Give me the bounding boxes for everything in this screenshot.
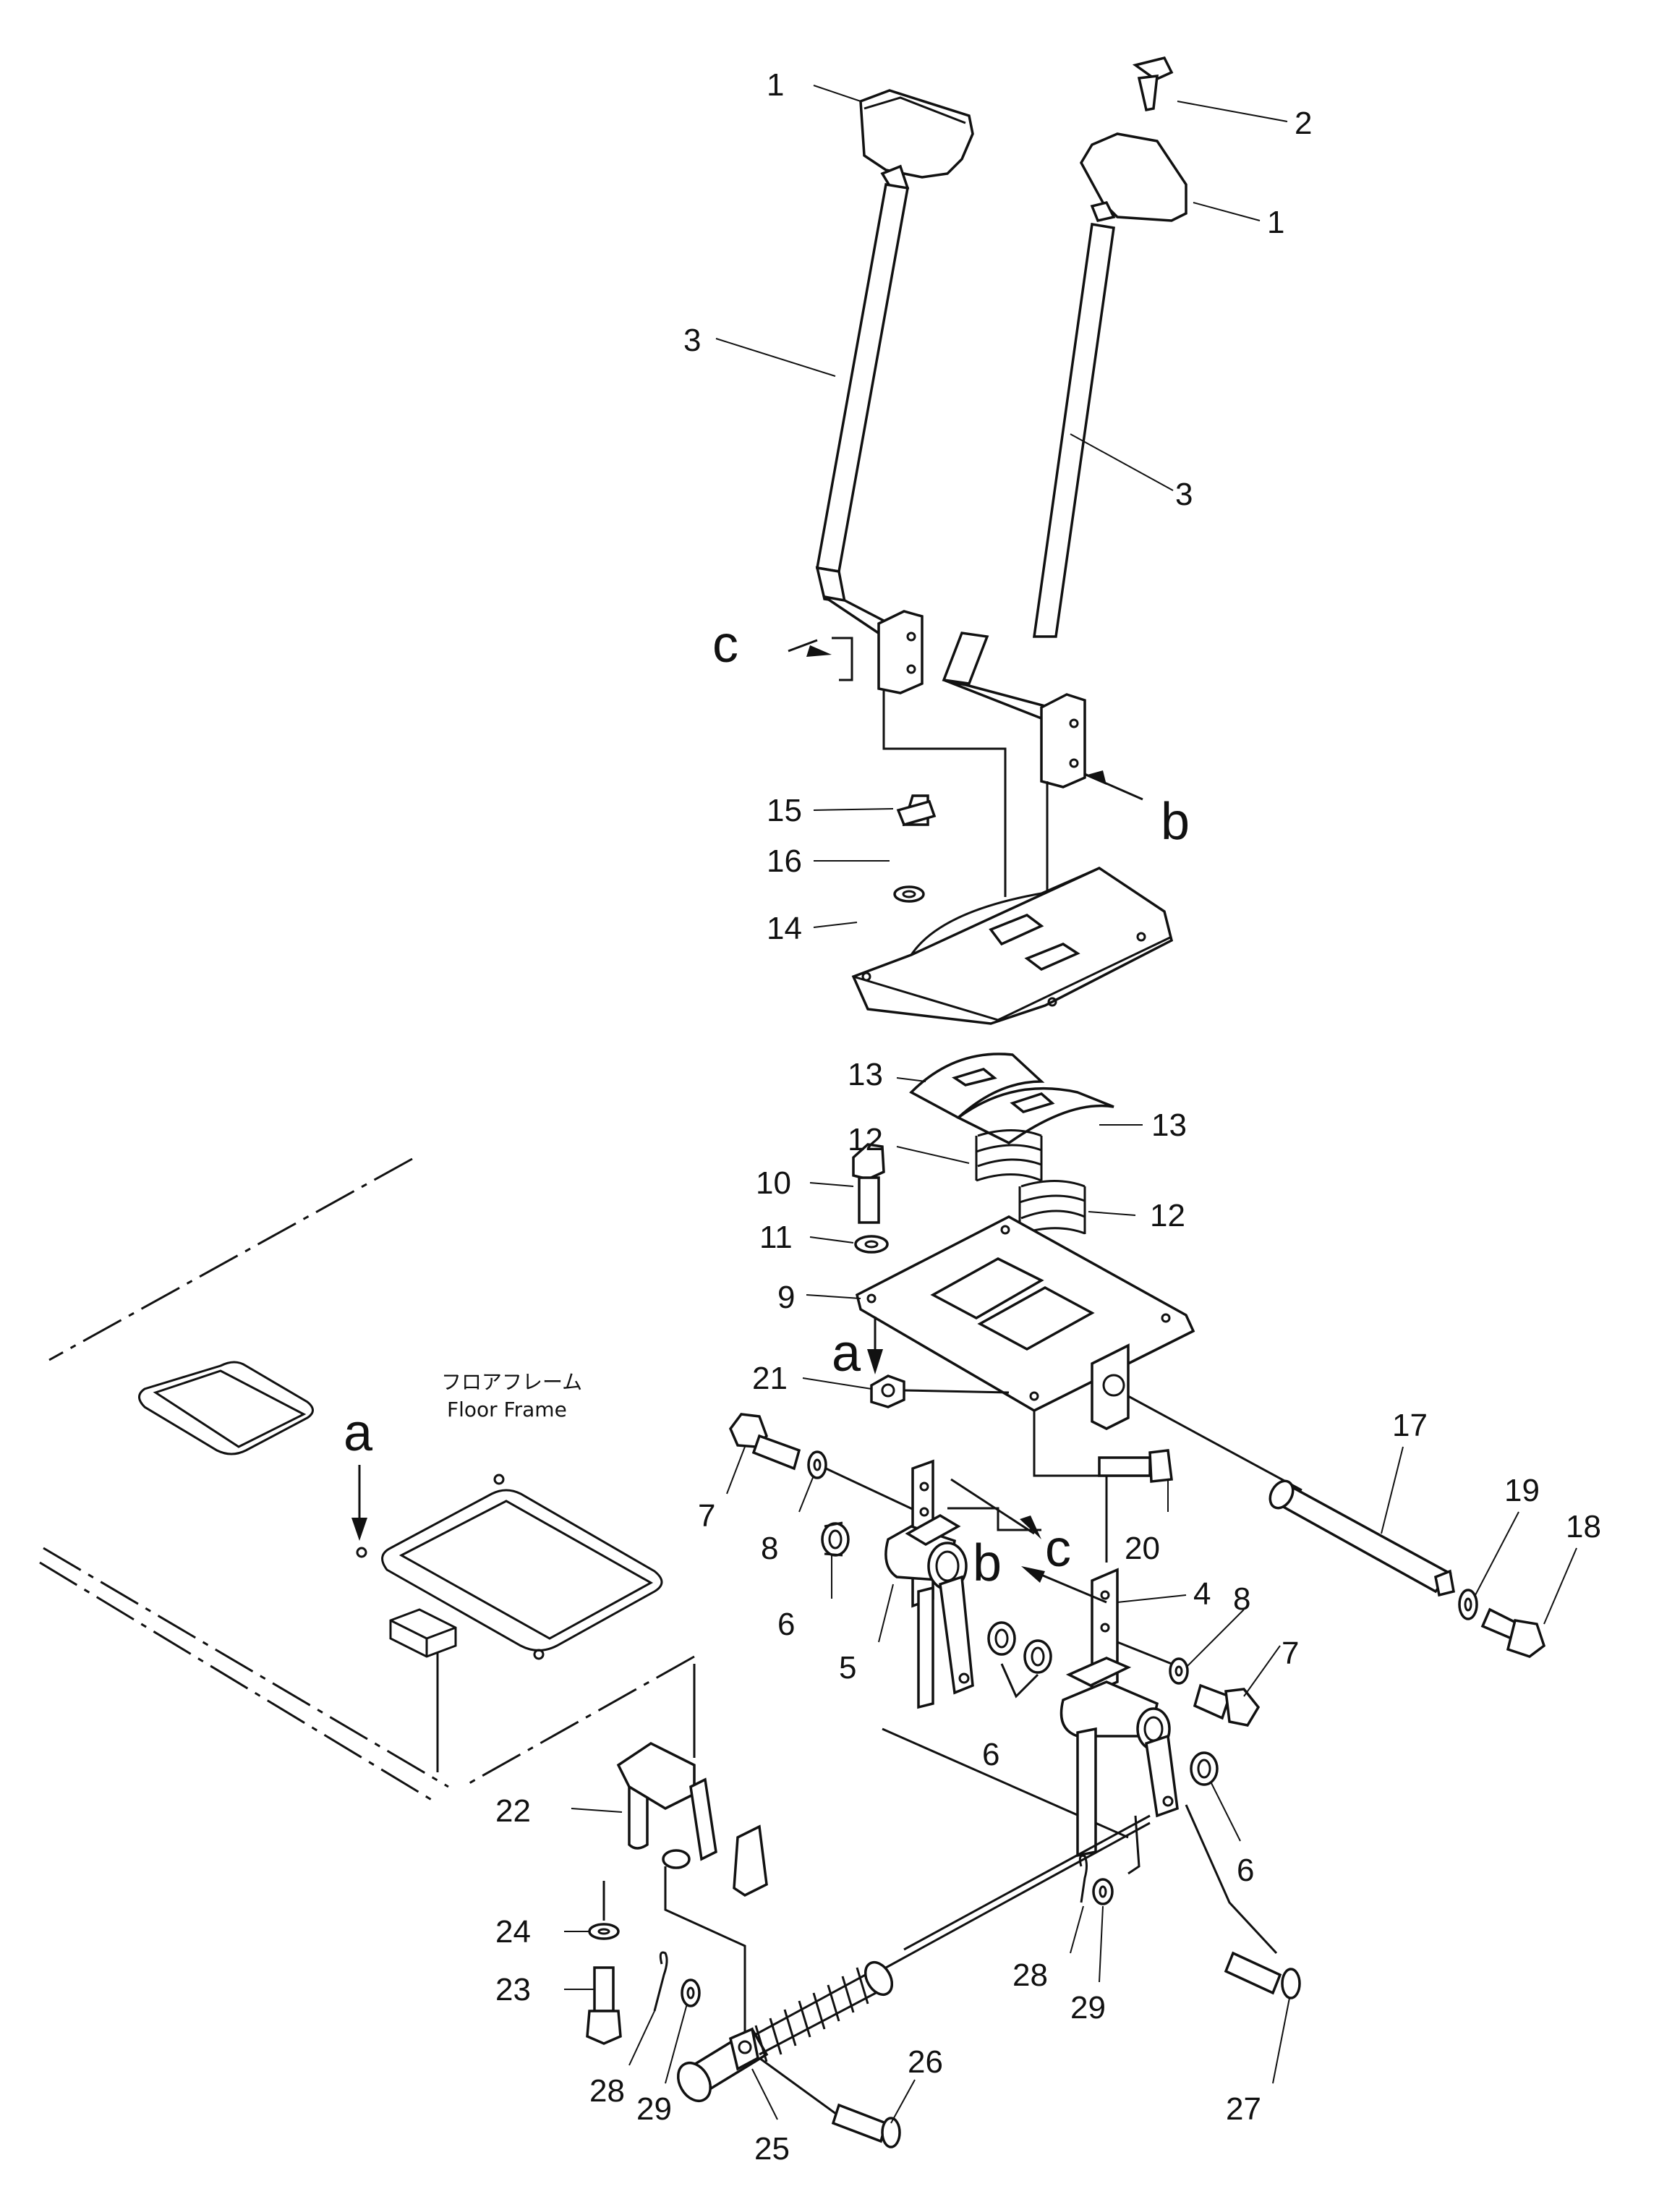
label-28a: 28 [589, 2073, 625, 2109]
bushings [821, 1521, 1219, 1786]
label-25: 25 [754, 2131, 790, 2167]
pin-17 [1268, 1479, 1546, 1658]
label-12a: 12 [848, 1122, 883, 1157]
label-24: 24 [495, 1914, 531, 1950]
part-labels: 1 2 1 3 3 15 16 14 13 13 12 12 10 11 9 2… [495, 67, 1601, 2167]
view-letter-b-mid: b [973, 1534, 1002, 1592]
leader-lines [564, 85, 1577, 2124]
arrow-a-plate [867, 1349, 883, 1374]
bolt-27 [1224, 1951, 1301, 1999]
label-13a: 13 [848, 1057, 883, 1092]
label-22: 22 [495, 1793, 531, 1829]
label-28b: 28 [1012, 1957, 1048, 1993]
label-16: 16 [767, 843, 802, 879]
label-1b: 1 [1267, 205, 1284, 240]
springs [975, 1129, 1086, 1236]
label-1a: 1 [767, 67, 784, 103]
view-letter-b-top: b [1161, 793, 1190, 851]
nut-21 [870, 1374, 1173, 1483]
label-27: 27 [1226, 2091, 1261, 2127]
label-21: 21 [752, 1361, 788, 1396]
right-lever [942, 56, 1187, 940]
view-letter-a-plate: a [832, 1325, 861, 1382]
label-11: 11 [759, 1220, 793, 1255]
bolt-7-left [728, 1413, 919, 1513]
view-letters: c b a a b c [344, 616, 1190, 1592]
rod-25 [676, 1821, 1151, 2102]
view-letter-a-floor: a [344, 1404, 373, 1462]
floor-frame-japanese: フロアフレーム [441, 1370, 582, 1394]
label-19: 19 [1504, 1473, 1540, 1508]
label-6a: 6 [777, 1607, 795, 1642]
bracket-22 [616, 1664, 768, 2033]
label-8a: 8 [761, 1531, 778, 1566]
label-23: 23 [495, 1972, 531, 2007]
cover-plate [851, 794, 1174, 1025]
label-2: 2 [1295, 106, 1312, 141]
bolt-7-right [1117, 1641, 1261, 1727]
label-4: 4 [1193, 1576, 1211, 1612]
label-6b: 6 [982, 1737, 999, 1772]
guide-plates [909, 1053, 1114, 1145]
label-7b: 7 [1282, 1636, 1299, 1671]
label-18: 18 [1566, 1509, 1601, 1544]
label-9: 9 [777, 1280, 795, 1315]
view-letter-c-top: c [712, 616, 738, 673]
label-20: 20 [1125, 1531, 1160, 1566]
label-17: 17 [1392, 1408, 1428, 1443]
label-12b: 12 [1150, 1198, 1185, 1233]
label-29a: 29 [636, 2091, 672, 2127]
label-3b: 3 [1175, 477, 1193, 512]
label-10: 10 [756, 1165, 791, 1201]
label-3a: 3 [683, 323, 701, 358]
label-29b: 29 [1070, 1990, 1106, 2025]
bolt-26 [759, 2057, 901, 2148]
bolt-10 [852, 1143, 889, 1254]
base-plate [855, 1215, 1302, 1563]
label-13b: 13 [1151, 1108, 1187, 1143]
floor-frame-english: Floor Frame [447, 1398, 567, 1421]
left-lever [815, 89, 1007, 897]
bolt-23 [586, 1881, 622, 2045]
label-8b: 8 [1233, 1581, 1250, 1617]
label-7a: 7 [698, 1498, 715, 1534]
label-26: 26 [908, 2044, 943, 2080]
floor-frame: フロアフレーム Floor Frame [39, 1157, 695, 1803]
label-6c: 6 [1237, 1853, 1254, 1888]
cotter-pins [653, 1854, 1114, 2012]
lever-bracket-4 [903, 1568, 1278, 1955]
label-5: 5 [839, 1650, 856, 1685]
lever-bracket-5 [882, 1459, 1129, 1839]
label-15: 15 [767, 793, 802, 828]
view-letter-c-mid: c [1045, 1520, 1071, 1578]
label-14: 14 [767, 911, 802, 946]
